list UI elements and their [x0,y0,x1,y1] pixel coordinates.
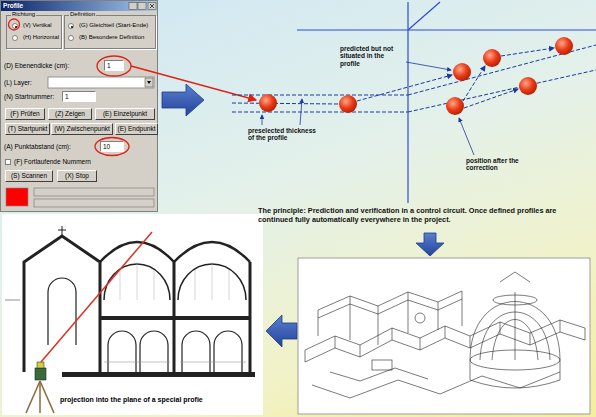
radio-label: (V) Vertikal [23,22,52,29]
section-drawing [2,214,263,415]
dialog-body [1,1,158,212]
push-button: (E) Endpunkt [115,123,158,135]
push-button: (X) Stop [57,170,97,182]
annotation-label: preselected thickness of the profile [248,127,320,142]
radio-label: (B) Besondere Definition [79,34,144,41]
push-button: (Z) Zeigen [48,108,92,120]
group-box: Definition(G) Gleichteil (Start-Ende)(B)… [64,15,156,49]
push-button: (W) Zwischenpunkt [51,123,113,135]
radio-label: (G) Gleichteil (Start-Ende) [79,22,148,29]
radio-button [12,23,18,29]
button-text: (T) Startpunkt [8,125,48,132]
field-value: 1 [65,93,69,100]
group-heading: Definition [69,11,96,18]
button-text: (W) Zwischenpunkt [54,125,110,132]
button-text: (E) Endpunkt [118,125,156,132]
radio-button [68,35,74,41]
wireframe-model [298,258,590,414]
leader-lines [262,62,474,155]
group-heading: Richtung [11,11,36,18]
field-value: 10 [103,143,110,150]
radio-button [68,23,74,29]
button-text: (S) Scannen [11,172,47,179]
dialog-window: Profile (D) Ebenendicke (cm): (L) Layer: (N… [0,0,158,212]
principle-caption: The principle: Prediction and verificati… [258,207,592,225]
input-field: 10 [100,141,124,152]
label-text: (A) Punktabstand (cm): [4,143,71,150]
label-text: (L) Layer: [4,79,32,86]
scan-points [259,37,573,115]
push-button: (F) Prüfen [5,108,45,120]
button-text: (Z) Zeigen [55,110,85,117]
checkbox [5,159,11,165]
highlight-marks [9,19,257,156]
group-box: Richtung(V) Vertikal(H) Horizontal [6,15,62,49]
image-frame: projection into the plane of a special p… [2,214,263,415]
profile-plane [297,2,596,203]
profile-thickness-lines [232,45,596,112]
push-button: (E) Einzelpunkt [95,108,155,120]
button-text: (X) Stop [65,172,89,179]
field-value: 1 [107,62,111,69]
label-text: (D) Ebenendicke (cm): [4,62,69,69]
push-button: (S) Scannen [5,170,53,182]
label-text: (F) Fortlaufende Nummern [14,158,91,165]
annotation-label: position after the correction [466,157,542,172]
input-field: 1 [62,91,96,102]
radio-button [12,35,18,41]
button-text: (E) Einzelpunkt [103,110,147,117]
radio-label: (H) Horizontal [23,34,59,41]
push-button: (T) Startpunkt [5,123,50,135]
image-caption: projection into the plane of a special p… [60,396,203,404]
label-text: (N) Startnummer: [4,93,54,100]
input-field: 1 [104,60,124,71]
button-text: (F) Prüfen [10,110,39,117]
annotation-label: predicted but not situated in the profil… [340,45,404,67]
window-title: Profile [3,2,23,9]
